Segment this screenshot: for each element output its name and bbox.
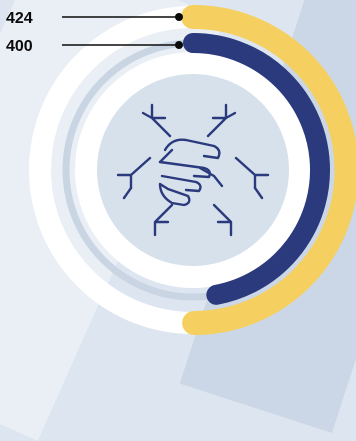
teamwork-hands-icon [116,103,270,237]
leader-dot-400 [175,41,183,49]
value-label-424: 424 [6,10,33,27]
radial-bar-chart: 424 400 [6,4,356,335]
value-label-400: 400 [6,38,33,55]
leader-dot-424 [175,13,183,21]
center-disc [97,74,289,266]
series-arc-400 [183,33,330,305]
series-arc-424 [181,4,356,335]
